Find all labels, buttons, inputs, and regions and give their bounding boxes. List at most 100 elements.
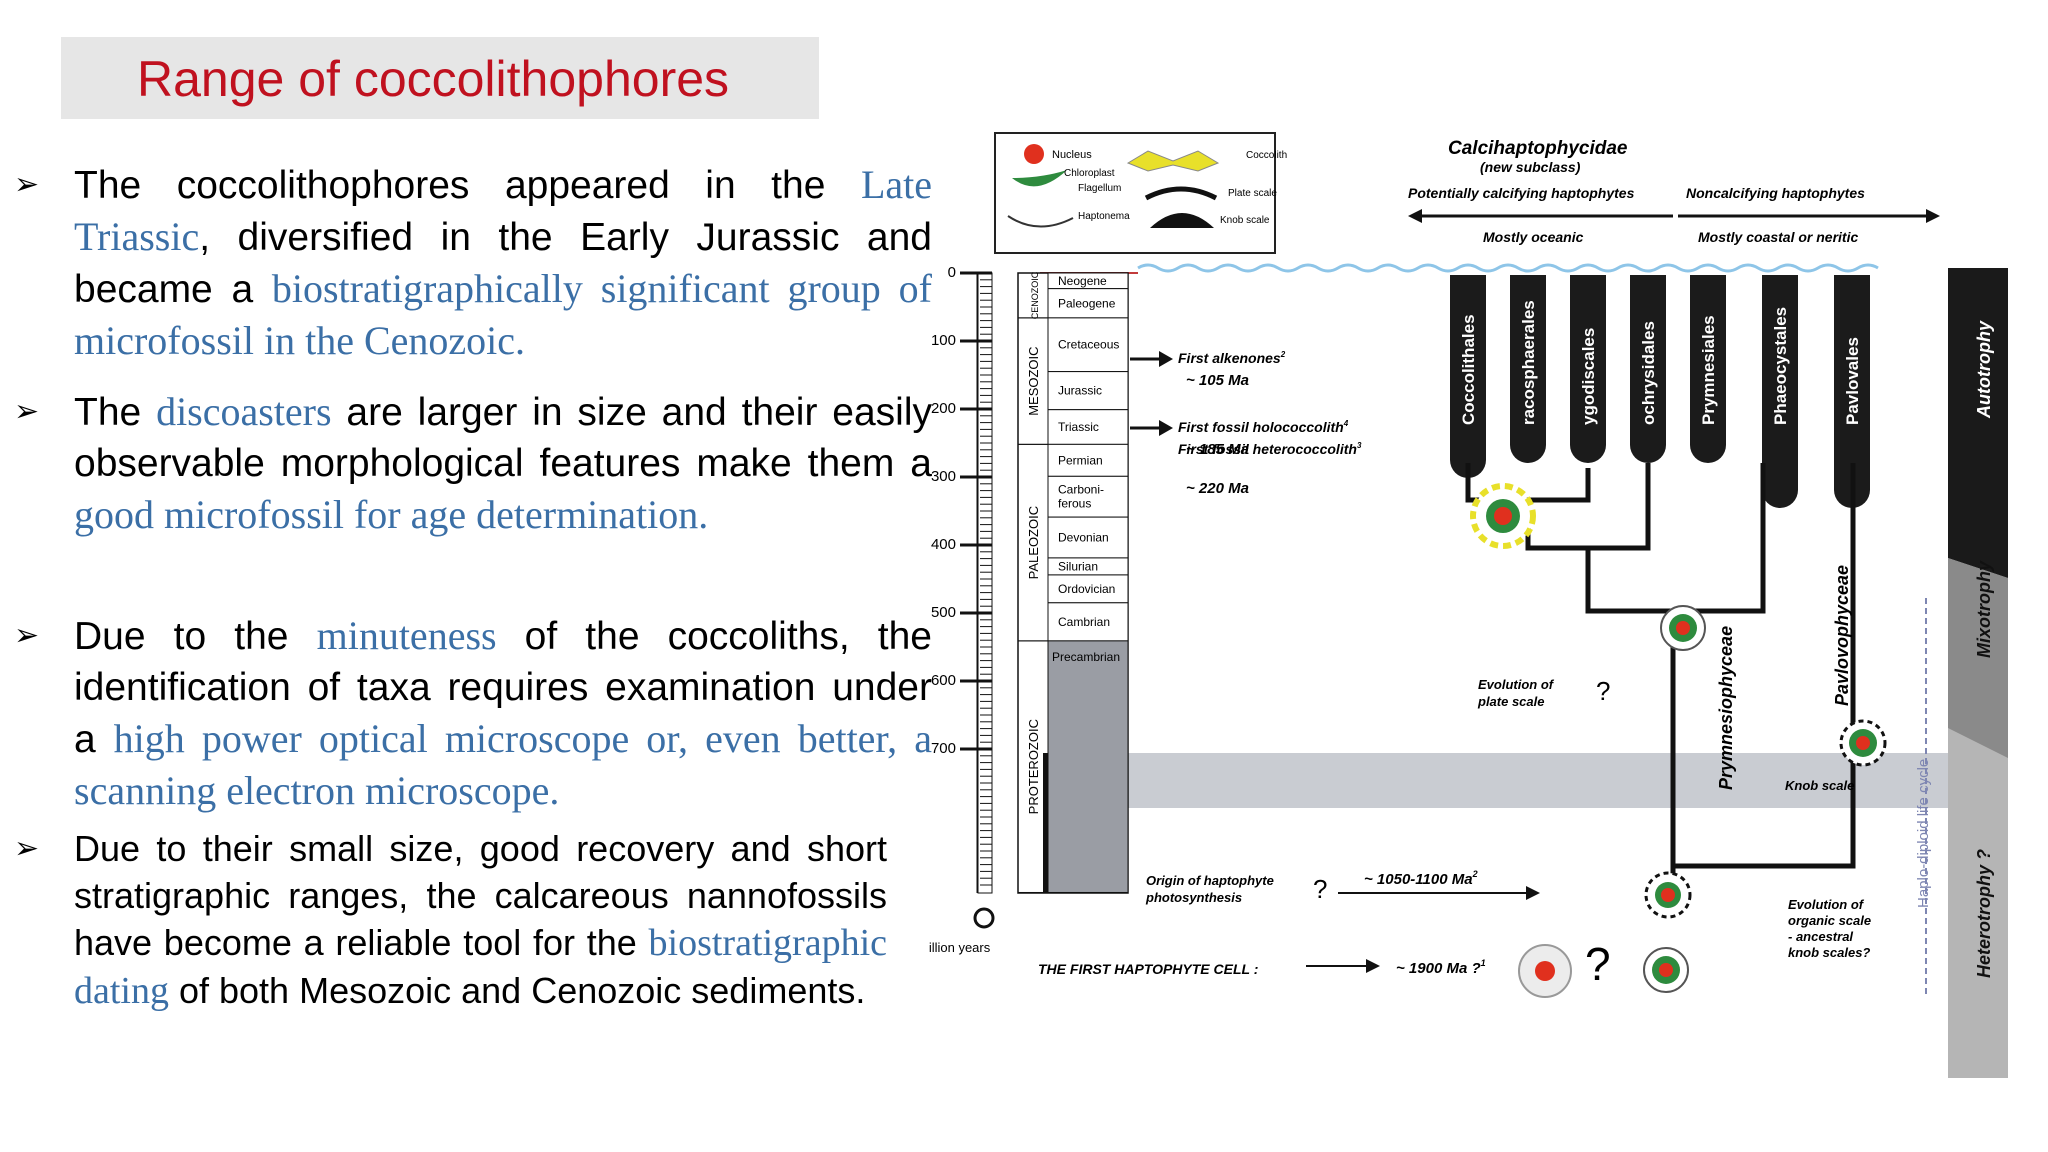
- text-span: of both Mesozoic and Cenozoic sediments.: [168, 970, 866, 1011]
- bullet-text: Due to their small size, good recovery a…: [74, 825, 887, 1015]
- axis-bottom-circle: [973, 907, 995, 929]
- period-label: Paleogene: [1058, 296, 1116, 310]
- heterotrophy-label: Heterotrophy ?: [1974, 849, 1994, 978]
- knob-scale-icon: [1150, 213, 1214, 228]
- legend-coccolith: Coccolith: [1246, 150, 1287, 161]
- title-box: Range of coccolithophores: [61, 37, 819, 119]
- chloroplast-icon: [1012, 170, 1067, 187]
- geologic-column: NeogenePaleogeneCretaceousJurassicTriass…: [1017, 271, 1129, 894]
- left-habitat-label: Mostly oceanic: [1483, 229, 1584, 245]
- period-label: ferous: [1058, 497, 1091, 511]
- era-label: PROTEROZOIC: [1026, 719, 1041, 814]
- event-age: ~ 220 Ma: [1186, 480, 1249, 497]
- event-label: First fossil heterococcolith3: [1178, 441, 1362, 457]
- question-mark: ?: [1585, 938, 1611, 990]
- mixotrophy-label: Mixotrophy: [1974, 560, 1994, 658]
- bullet-text: Due to the minuteness of the coccoliths,…: [74, 610, 932, 817]
- autotrophy-label: Autotrophy: [1974, 320, 1994, 419]
- period-label: Neogene: [1058, 274, 1107, 288]
- legend-nucleus: Nucleus: [1052, 149, 1092, 161]
- slide-title: Range of coccolithophores: [137, 51, 730, 107]
- axis-unit: million years: [928, 940, 991, 955]
- era-cell: [1017, 640, 1049, 893]
- bullet-arrow-icon: ➢: [14, 832, 40, 865]
- axis-tick-label: 100: [931, 332, 956, 349]
- highlight-span: biostratigraphically significant group o…: [74, 266, 932, 363]
- axis-tick-label: 0: [948, 264, 956, 281]
- subclass-note: (new subclass): [1480, 159, 1581, 175]
- bullet-text: The discoasters are larger in size and t…: [74, 386, 932, 541]
- period-cell: [1047, 574, 1129, 604]
- event-age: ~ 105 Ma: [1186, 372, 1249, 389]
- period-cell: [1047, 371, 1129, 411]
- legend-knob-scale: Knob scale: [1220, 215, 1270, 226]
- event-label: First fossil holococcolith4: [1178, 419, 1349, 435]
- period-label: Permian: [1058, 453, 1103, 467]
- highlight-span: biostratigraphic dating: [74, 922, 887, 1012]
- event-arrowhead: [1159, 351, 1173, 367]
- period-label: Cambrian: [1058, 615, 1110, 629]
- axis-tick-label: 500: [931, 604, 956, 621]
- cell-illustrations: [1470, 483, 1887, 998]
- bullet-arrow-icon: ➢: [14, 619, 40, 652]
- haptonema-icon: [1007, 215, 1074, 228]
- order-label: racosphaerales: [1519, 300, 1538, 425]
- left-group-label: Potentially calcifying haptophytes: [1408, 185, 1635, 201]
- plate-scale-icon: [1144, 186, 1218, 201]
- text-span: The: [74, 391, 157, 434]
- order-label: Phaeocystales: [1771, 307, 1790, 425]
- haptophyte-evolution-diagram: Nucleus Chloroplast Flagellum Haptonema …: [928, 132, 2008, 1078]
- period-label: Ordovician: [1058, 582, 1115, 596]
- period-cell: [1047, 317, 1129, 373]
- text-span: , diversified in the Early Jurassic and …: [74, 216, 932, 311]
- text-span: Due to the: [74, 615, 317, 658]
- pavlovophyceae-label: Pavlovophyceae: [1832, 565, 1852, 706]
- order-label: Prymnesiales: [1699, 315, 1718, 425]
- text-span: Due to their small size, good recovery a…: [74, 828, 887, 963]
- legend: Nucleus Chloroplast Flagellum Haptonema …: [994, 132, 1287, 254]
- event-age: ~ 185 Ma: [1186, 441, 1249, 458]
- period-label: Carboni-: [1058, 483, 1104, 497]
- era-label: PALEOZOIC: [1026, 506, 1041, 579]
- legend-haptonema: Haptonema: [1078, 211, 1130, 222]
- text-span: of the coccoliths, the identification of…: [74, 615, 932, 761]
- coccolith-icon: [1126, 150, 1220, 172]
- question-mark: ?: [1313, 874, 1327, 904]
- order-label: Coccolithales: [1459, 314, 1478, 425]
- bullet-text: The coccolithophores appeared in the Lat…: [74, 159, 932, 367]
- period-cell: [1047, 640, 1129, 893]
- axis-tick-label: 400: [931, 536, 956, 553]
- right-group-label: Noncalcifying haptophytes: [1686, 185, 1865, 201]
- question-mark: ?: [1596, 676, 1610, 706]
- period-label: Jurassic: [1058, 384, 1102, 398]
- nutrition-bar: Autotrophy Mixotrophy Heterotrophy ?: [1948, 268, 2008, 1078]
- highlight-span: minuteness: [316, 613, 497, 658]
- right-habitat-label: Mostly coastal or neritic: [1698, 229, 1858, 245]
- nucleus-icon: [1024, 144, 1044, 164]
- first-cell-label: THE FIRST HAPTOPHYTE CELL :: [1038, 961, 1258, 977]
- order-pillar: [1510, 275, 1546, 463]
- period-cell: [1047, 288, 1129, 319]
- subclass-label: Calcihaptophycidae: [1448, 138, 1628, 159]
- order-pillar: [1570, 275, 1606, 463]
- period-label: Precambrian: [1052, 650, 1120, 664]
- bullet-arrow-icon: ➢: [14, 395, 40, 428]
- period-label: Silurian: [1058, 559, 1098, 573]
- text-span: are larger in size and their easily obse…: [74, 391, 932, 485]
- order-pillar: [1630, 275, 1666, 463]
- legend-plate-scale: Plate scale: [1228, 188, 1277, 199]
- order-label: ygodiscales: [1579, 328, 1598, 425]
- order-pillar: [1762, 275, 1798, 508]
- origin-age: ~ 1050-1100 Ma2: [1364, 869, 1478, 888]
- era-label: MESOZOIC: [1026, 346, 1041, 415]
- axis-tick-label: 200: [931, 400, 956, 417]
- order-label: Pavlovales: [1843, 337, 1862, 425]
- axis-tick-label: 600: [931, 672, 956, 689]
- axis-tick-label: 700: [931, 740, 956, 757]
- period-label: Triassic: [1058, 420, 1099, 434]
- event-arrowhead: [1159, 420, 1173, 436]
